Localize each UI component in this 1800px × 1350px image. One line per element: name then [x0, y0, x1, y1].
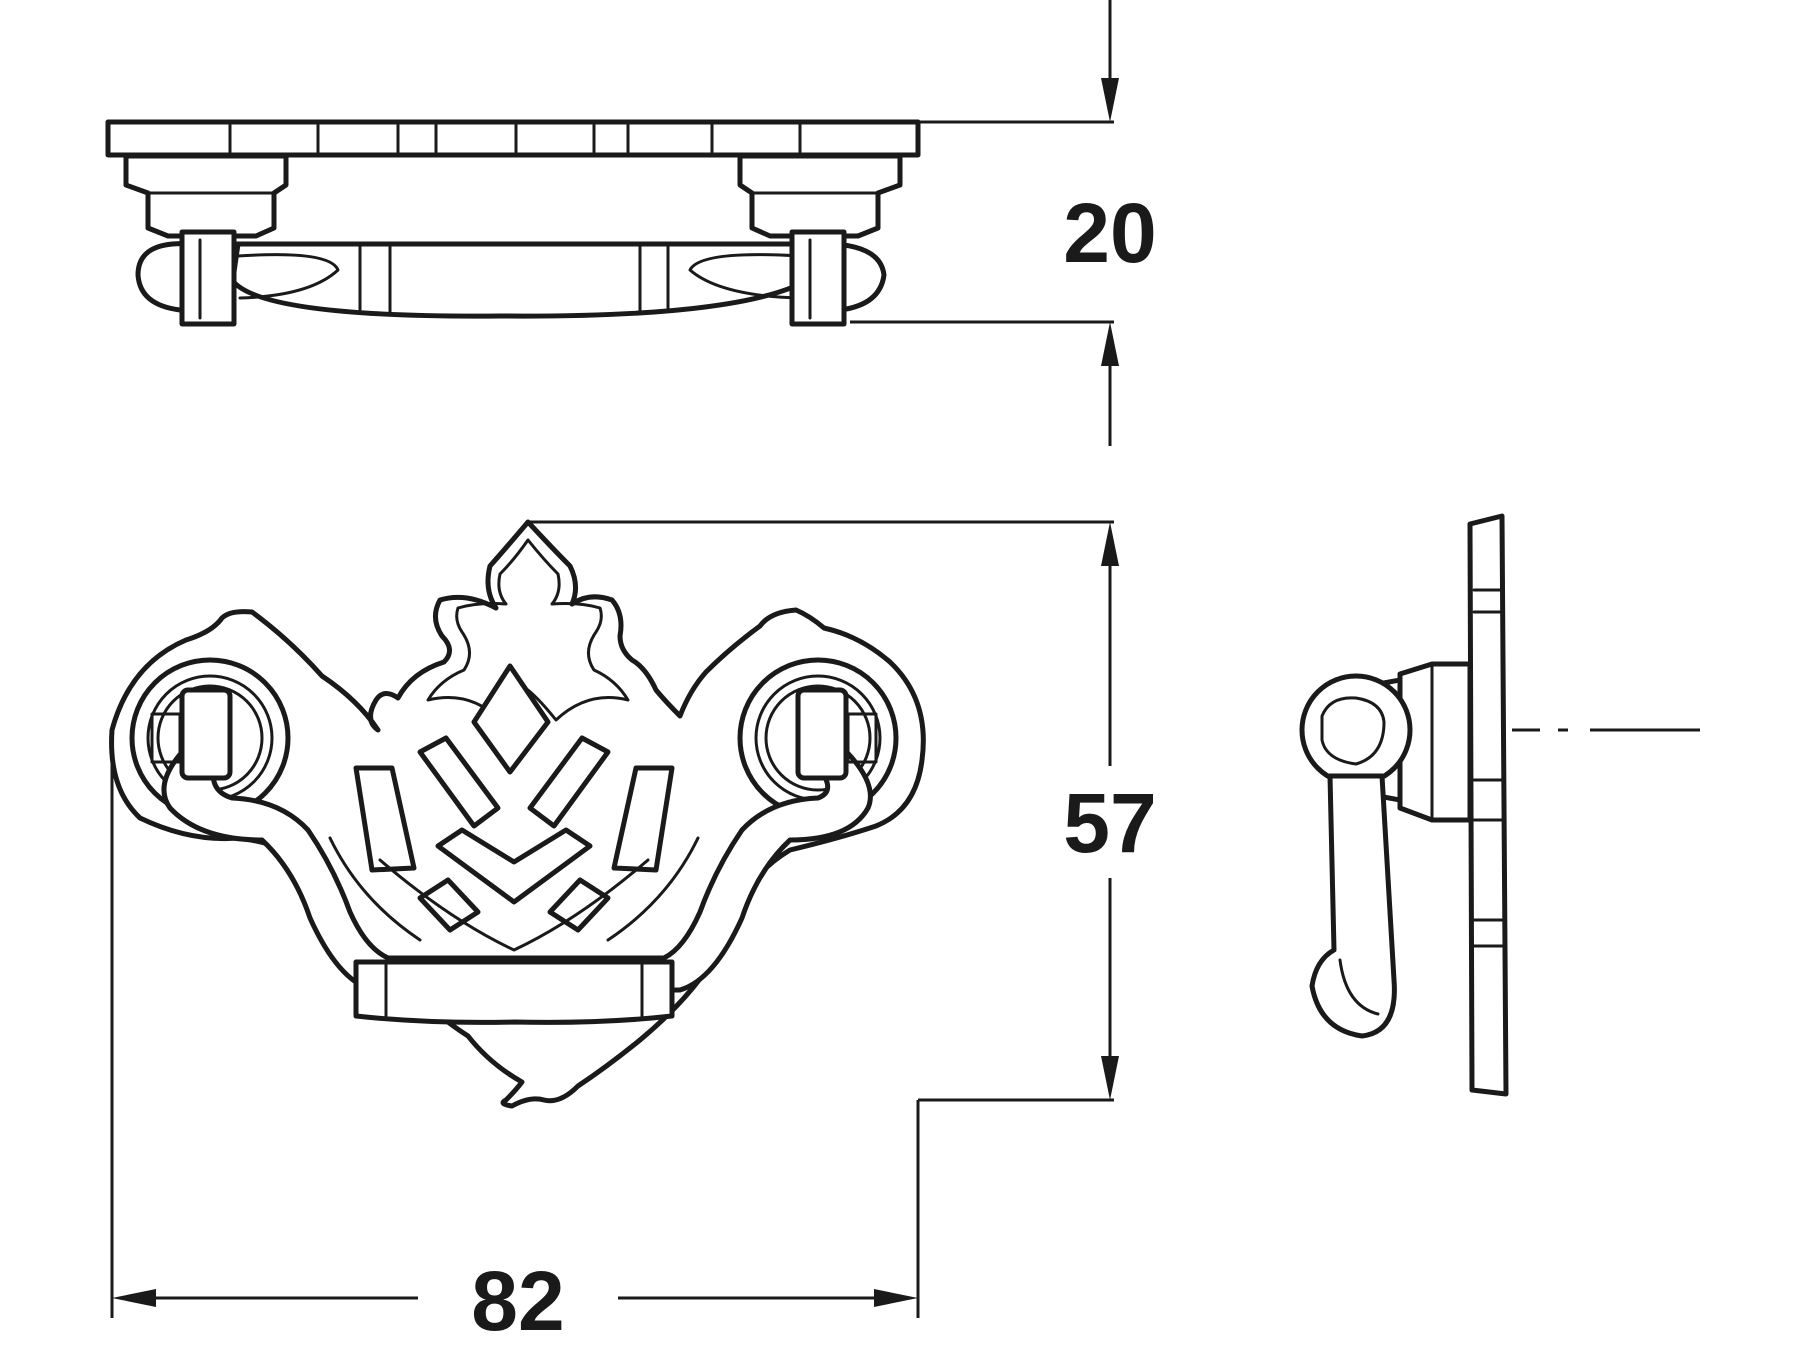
dimension-height-label: 20: [1063, 186, 1156, 280]
dimension-length-label: 57: [1063, 776, 1156, 870]
front-view: [109, 519, 926, 1109]
top-view: [105, 119, 921, 327]
dimension-lines: [110, 0, 1119, 1318]
side-view: [1299, 513, 1700, 1097]
dimension-width-label: 82: [471, 1254, 564, 1348]
